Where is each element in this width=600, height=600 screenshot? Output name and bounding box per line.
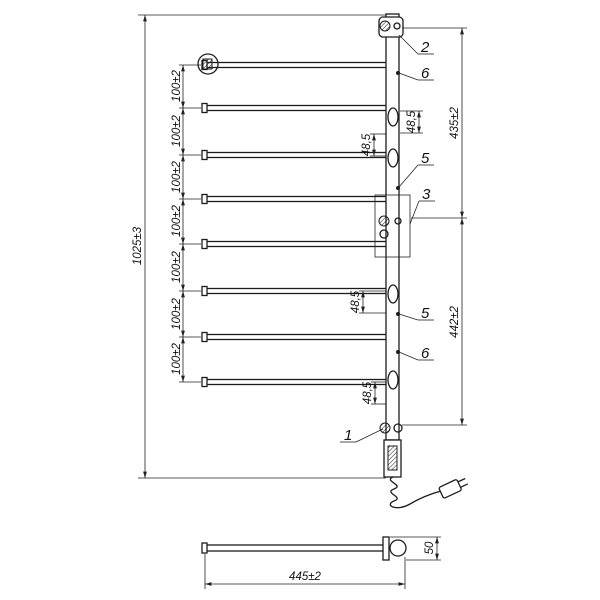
junction-offset-dimensions: 48,5 48,5 48,5 48,5 <box>350 110 423 405</box>
rod-junction <box>387 107 399 127</box>
junction-offset-label: 48,5 <box>361 133 373 156</box>
callout-leader <box>398 351 419 361</box>
rod-spacing-label: 100±2 <box>171 114 183 146</box>
overall-height-dimension: 1025±3 <box>132 14 390 479</box>
callout-label-junction: 5 <box>421 150 430 167</box>
rod-junction <box>387 370 399 390</box>
rod-4 <box>201 193 388 205</box>
callout-leader <box>398 34 419 55</box>
depth-label: 50 <box>424 541 436 554</box>
rod-junction <box>387 148 399 168</box>
junction-marker <box>396 312 400 316</box>
callout-label-mount: 6 <box>421 345 430 362</box>
plug-body <box>438 479 462 499</box>
callout-label-detail: 3 <box>422 186 431 203</box>
plug-icon <box>438 477 469 499</box>
callout-leader <box>398 164 419 188</box>
callout-leader <box>398 72 419 81</box>
rod-3 <box>201 149 388 161</box>
junction-offset-label: 48,5 <box>406 110 418 133</box>
main-post <box>378 13 404 478</box>
callout-label-bracket: 2 <box>420 39 430 56</box>
rod-8 <box>201 376 388 388</box>
bottom-mount-hole <box>393 423 403 433</box>
rod-width-label: 445±2 <box>289 571 321 583</box>
rod-spacing-label: 100±2 <box>171 204 183 236</box>
overall-height-label: 1025±3 <box>132 226 144 265</box>
middle-mount-washer <box>379 229 389 239</box>
rod-7 <box>201 331 388 343</box>
callout-label-mount: 6 <box>421 65 430 82</box>
rod-tube <box>204 240 388 248</box>
rod-end-cap <box>201 238 208 250</box>
rod-spacing-label: 100±2 <box>171 160 183 192</box>
callout-leader <box>398 313 419 321</box>
rod-spacing-label: 100±2 <box>171 297 183 329</box>
callouts: 2 6 5 3 5 6 1 <box>340 34 435 444</box>
rod-end-detail-circle <box>197 53 219 75</box>
middle-mount-hole <box>394 217 402 225</box>
rod-tube <box>204 61 388 69</box>
callout-leader <box>355 428 384 443</box>
junction-offset-label: 48,5 <box>350 290 362 313</box>
coiled-cord <box>389 476 442 509</box>
rod-spacing-label: 100±2 <box>171 342 183 374</box>
rods <box>197 53 388 388</box>
callout-leader <box>409 200 420 225</box>
callout-label-heater: 1 <box>344 427 352 444</box>
plan-post-section <box>389 539 407 557</box>
plan-post-bracket <box>382 536 390 561</box>
detail-box <box>374 194 411 258</box>
plan-view: 445±2 50 <box>201 536 441 589</box>
rod-spacing-dimensions: 100±2 100±2 100±2 100±2 100±2 100±2 100±… <box>171 64 201 383</box>
mount-distance-dimensions: 435±2 442±2 <box>402 27 467 426</box>
rod-5 <box>201 238 388 250</box>
plug-pin <box>460 483 469 488</box>
upper-mount-label: 435±2 <box>449 106 461 138</box>
rod-end-cap <box>201 376 208 388</box>
rod-end-cap <box>201 193 208 205</box>
plug-pin <box>457 477 466 483</box>
mount-marker <box>396 350 400 354</box>
power-cord <box>389 476 469 509</box>
top-bracket-screw <box>379 20 391 32</box>
middle-mount-screw <box>378 215 390 227</box>
rod-spacing-label: 100±2 <box>171 69 183 101</box>
rod-end-detail-hatch <box>202 58 213 70</box>
rod-end-cap <box>201 102 208 114</box>
rod-end-cap <box>201 149 208 161</box>
callout-label-junction: 5 <box>421 305 430 322</box>
rod-tube <box>204 333 388 341</box>
rod-tube <box>204 195 388 203</box>
top-bracket-hole <box>393 22 401 30</box>
rod-tube <box>204 151 388 159</box>
rod-end-cap <box>201 285 208 297</box>
heater-connector-hatch <box>387 445 398 471</box>
plan-rod-end-cap <box>201 542 208 554</box>
lower-mount-label: 442±2 <box>449 305 461 337</box>
rod-tube <box>204 378 388 386</box>
rod-spacing-label: 100±2 <box>171 250 183 282</box>
rod-tube <box>204 104 388 112</box>
mount-marker <box>396 71 400 75</box>
plan-rod <box>204 544 386 552</box>
rod-junction <box>387 284 399 304</box>
rod-1 <box>201 59 388 71</box>
rod-end-cap <box>201 331 208 343</box>
junction-offset-label: 48,5 <box>362 381 374 404</box>
rod-2 <box>201 102 388 114</box>
bottom-mount-screw <box>379 422 391 434</box>
